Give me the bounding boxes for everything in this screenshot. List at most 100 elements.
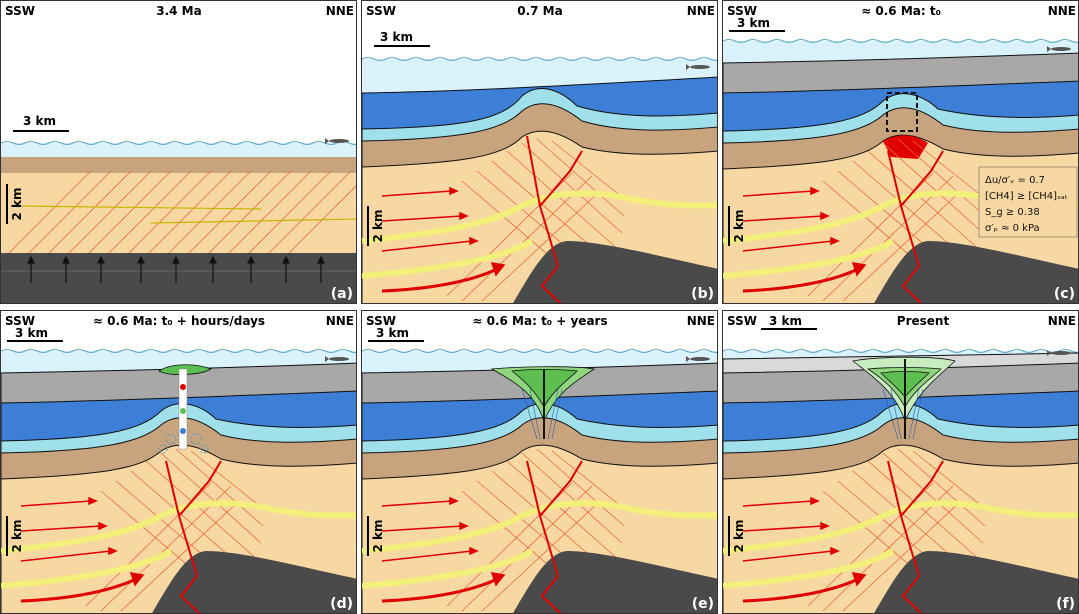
orientation-right: NNE xyxy=(687,314,715,328)
horizontal-scalebar: 3 km xyxy=(761,314,817,330)
panel-letter: (d) xyxy=(330,596,353,612)
vertical-scalebar: 2 km xyxy=(367,206,385,246)
thin-layer-line xyxy=(20,205,262,210)
vertical-scale-label: 2 km xyxy=(10,519,24,552)
sea-surface xyxy=(723,39,1078,43)
fault-network xyxy=(887,460,944,613)
panel-title: ≈ 0.6 Ma: t₀ + years xyxy=(472,314,607,328)
panel-c: Δu/σ′ᵥ = 0.7 [CH4] ≥ [CH4]ₛₐₜ S_g ≥ 0.38… xyxy=(722,0,1079,304)
orientation-left: SSW xyxy=(727,314,757,328)
panel-d: 3 km 2 km SSW NNE ≈ 0.6 Ma: t₀ + hours/d… xyxy=(0,310,357,614)
vertical-scalebar: 2 km xyxy=(728,516,746,556)
red-arrows xyxy=(381,496,506,603)
sea-surface xyxy=(362,57,717,61)
horizontal-scalebar: 3 km xyxy=(7,326,63,342)
panel-title: ≈ 0.6 Ma: t₀ xyxy=(861,4,941,18)
fish-icon xyxy=(325,356,349,362)
horizontal-scale-label: 3 km xyxy=(376,326,409,340)
sand-layer xyxy=(1,173,356,253)
orientation-right: NNE xyxy=(687,4,715,18)
panel-b-diagram: 3 km 2 km SSW NNE 0.7 Ma (b) xyxy=(362,1,717,303)
annotation-line: [CH4] ≥ [CH4]ₛₐₜ xyxy=(985,191,1068,202)
fault-network xyxy=(526,135,583,303)
yellow-layers xyxy=(362,190,717,279)
vertical-scalebar: 2 km xyxy=(367,516,385,556)
gas-chimney xyxy=(852,356,956,440)
fault-network xyxy=(887,150,944,303)
sea-surface xyxy=(723,349,1078,353)
vertical-scale-label: 2 km xyxy=(732,209,746,242)
annotation-box: Δu/σ′ᵥ = 0.7 [CH4] ≥ [CH4]ₛₐₜ S_g ≥ 0.38… xyxy=(978,166,1078,238)
orientation-right: NNE xyxy=(326,4,354,18)
panel-c-diagram: Δu/σ′ᵥ = 0.7 [CH4] ≥ [CH4]ₛₐₜ S_g ≥ 0.38… xyxy=(723,1,1078,303)
sea-surface xyxy=(1,349,356,353)
red-arrows xyxy=(742,496,867,603)
panel-title: ≈ 0.6 Ma: t₀ + hours/days xyxy=(93,314,265,328)
panel-a-diagram: 3 km 2 km SSW NNE 3.4 Ma (a) xyxy=(1,1,356,303)
annotation-line: Δu/σ′ᵥ = 0.7 xyxy=(985,175,1045,186)
fluid-conduit xyxy=(178,368,188,450)
basement xyxy=(513,551,717,613)
annotation-line: σ′ₚ ≈ 0 kPa xyxy=(985,223,1040,234)
fault-network xyxy=(165,460,222,613)
vertical-scale-label: 2 km xyxy=(371,519,385,552)
orientation-left: SSW xyxy=(366,4,396,18)
panel-letter: (a) xyxy=(331,286,353,302)
sea-surface xyxy=(1,141,356,145)
zoom-box xyxy=(886,92,918,132)
sea-surface xyxy=(362,349,717,353)
thin-layer-line xyxy=(150,218,356,224)
horizontal-scale-label: 3 km xyxy=(737,16,770,30)
fish-icon xyxy=(1047,46,1071,52)
orientation-right: NNE xyxy=(326,314,354,328)
yellow-layers xyxy=(1,500,356,589)
red-arrows xyxy=(20,496,145,603)
orientation-left: SSW xyxy=(727,4,757,18)
orientation-left: SSW xyxy=(5,4,35,18)
orientation-right: NNE xyxy=(1048,314,1076,328)
bubble-cloud xyxy=(158,433,209,454)
panel-e: 3 km 2 km SSW NNE ≈ 0.6 Ma: t₀ + years (… xyxy=(361,310,718,614)
panel-title: 0.7 Ma xyxy=(517,4,562,18)
yellow-layers xyxy=(723,500,1078,589)
orientation-right: NNE xyxy=(1048,4,1076,18)
horizontal-scale-label: 3 km xyxy=(15,326,48,340)
panel-letter: (f) xyxy=(1056,596,1075,612)
horizontal-scale-label: 3 km xyxy=(380,30,413,44)
horizontal-scalebar: 3 km xyxy=(368,326,424,342)
panel-title: 3.4 Ma xyxy=(156,4,201,18)
water-layer xyxy=(1,143,356,157)
fish-icon xyxy=(686,64,710,70)
vertical-scale-label: 2 km xyxy=(371,209,385,242)
basement xyxy=(152,551,356,613)
horizontal-scalebar: 3 km xyxy=(729,16,785,32)
annotation-line: S_g ≥ 0.38 xyxy=(985,207,1040,218)
horizontal-scale-label: 3 km xyxy=(23,114,56,128)
orientation-left: SSW xyxy=(366,314,396,328)
fish-icon xyxy=(325,138,349,144)
panel-letter: (b) xyxy=(691,286,714,302)
panel-f: 3 km 2 km SSW NNE Present (f) xyxy=(722,310,1079,614)
orientation-left: SSW xyxy=(5,314,35,328)
panel-f-diagram: 3 km 2 km SSW NNE Present (f) xyxy=(723,311,1078,613)
fish-icon xyxy=(1047,350,1071,356)
basement xyxy=(1,253,356,303)
yellow-layers xyxy=(362,500,717,589)
horizontal-scale-label: 3 km xyxy=(769,314,802,328)
gas-chimney xyxy=(490,366,596,440)
fault-network xyxy=(526,460,583,613)
panel-letter: (c) xyxy=(1054,286,1075,302)
horizontal-scalebar: 3 km xyxy=(374,30,430,47)
basement xyxy=(513,241,717,303)
red-arrows xyxy=(381,186,506,293)
panel-d-diagram: 3 km 2 km SSW NNE ≈ 0.6 Ma: t₀ + hours/d… xyxy=(1,311,356,613)
panel-a: 3 km 2 km SSW NNE 3.4 Ma (a) xyxy=(0,0,357,304)
basement xyxy=(874,551,1078,613)
brown-layer xyxy=(1,157,356,173)
vertical-scalebar: 2 km xyxy=(6,516,24,556)
horizontal-scalebar: 3 km xyxy=(13,114,69,132)
vertical-scalebar: 2 km xyxy=(728,206,746,246)
panel-title: Present xyxy=(897,314,950,328)
basement xyxy=(874,241,1078,303)
